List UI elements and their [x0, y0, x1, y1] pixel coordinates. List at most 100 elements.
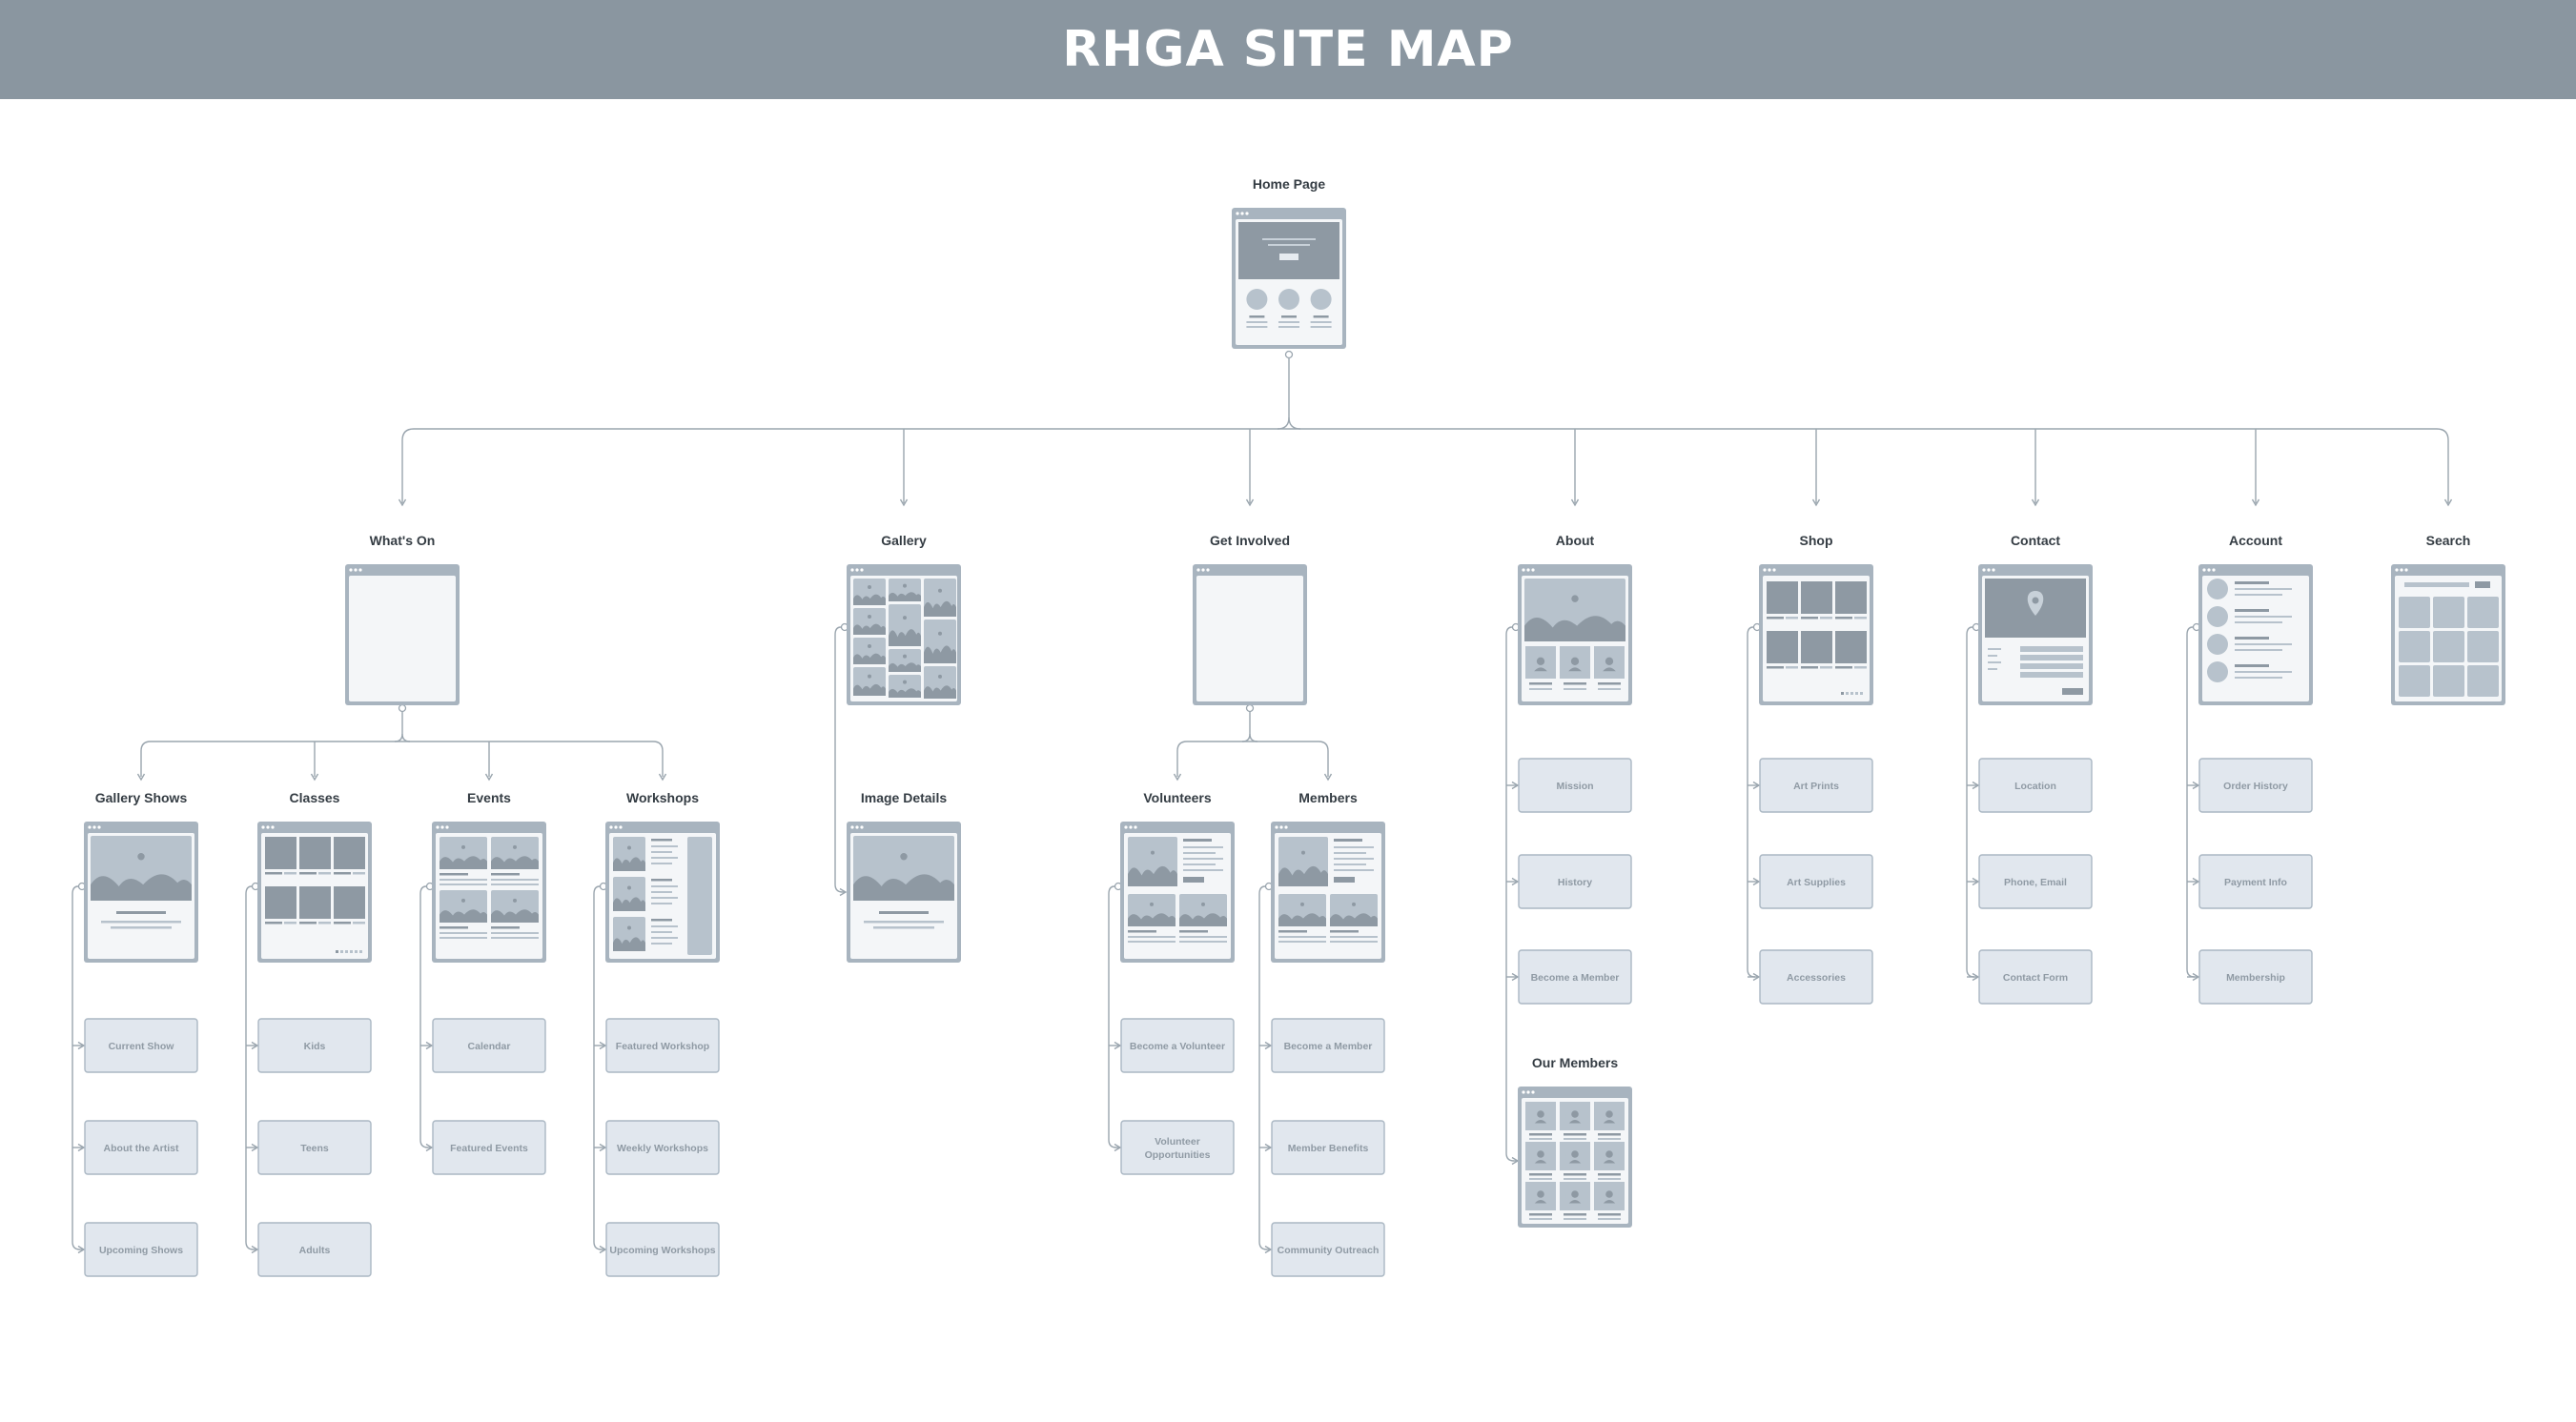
page-label: Classes: [290, 790, 340, 805]
page-label: Home Page: [1253, 176, 1325, 192]
connector-dot: [1284, 350, 1294, 359]
subpage-box: About the Artist: [84, 1120, 198, 1175]
connector-dot: [398, 703, 407, 713]
subpage-box: Art Supplies: [1759, 854, 1873, 909]
connector-line: [1258, 885, 1268, 1250]
subpage-label: Current Show: [109, 1041, 175, 1052]
subpage-label: Featured Events: [450, 1143, 528, 1154]
arrow-head: [2251, 498, 2260, 507]
page-label: What's On: [370, 533, 436, 548]
arrow-head: [1114, 1143, 1122, 1152]
page-events: Events: [432, 790, 546, 963]
subpage-box: Community Outreach: [1271, 1222, 1385, 1277]
subpage-box: Membership: [2198, 949, 2313, 1005]
arrow-head: [2192, 781, 2200, 790]
connector-line: [1108, 885, 1117, 1148]
page-volunteers: Volunteers: [1120, 790, 1235, 963]
account-wireframe-thumbnail: [2198, 564, 2313, 705]
subpage-label: Phone, Email: [2004, 877, 2067, 888]
arrow-head: [839, 887, 848, 897]
arrow-head: [1972, 877, 1980, 886]
subpage-label: Adults: [299, 1245, 331, 1256]
subpage-label: Art Supplies: [1787, 877, 1846, 888]
page-contact: Contact: [1978, 533, 2093, 705]
blank-wireframe-thumbnail: [1193, 564, 1307, 705]
subpage-label: Kids: [304, 1041, 326, 1052]
page-label: Gallery Shows: [95, 790, 188, 805]
arrow-head: [1114, 1041, 1122, 1050]
arrow-head: [599, 1245, 607, 1254]
arrow-head: [1972, 781, 1980, 790]
connector-line: [419, 885, 429, 1148]
subpage-box: Become a Volunteer: [1120, 1018, 1235, 1073]
subpage-box: Payment Info: [2198, 854, 2313, 909]
arrow-head: [1972, 972, 1980, 982]
page-shop: Shop: [1759, 533, 1873, 705]
page-whatson: What's On: [345, 533, 460, 705]
page-title: RHGA SITE MAP: [1062, 21, 1514, 78]
search-wireframe-thumbnail: [2391, 564, 2505, 705]
subpage-box: Phone, Email: [1978, 854, 2093, 909]
page-home: Home Page: [1232, 176, 1346, 349]
subpage-label: Upcoming Workshops: [609, 1245, 715, 1256]
arrow-head: [2192, 972, 2200, 982]
subpage-box: Contact Form: [1978, 949, 2093, 1005]
connector-line: [1176, 741, 1188, 777]
connector-line: [1505, 626, 1515, 1162]
subpage-box: Mission: [1518, 758, 1632, 813]
connector-line: [140, 741, 152, 777]
connector-line: [834, 626, 845, 893]
subpage-box: Calendar: [432, 1018, 546, 1073]
arrow-head: [251, 1041, 259, 1050]
page-ourmembers: Our Members: [1518, 1055, 1632, 1228]
masonry-wireframe-thumbnail: [847, 564, 961, 705]
title-banner: RHGA SITE MAP: [0, 0, 2576, 99]
connector-line: [245, 885, 255, 1250]
subpage-label: Payment Info: [2224, 877, 2287, 888]
connector-line: [1249, 733, 1258, 742]
subpage-box: Featured Workshop: [605, 1018, 720, 1073]
page-members: Members: [1271, 790, 1385, 963]
subpage-box: Become a Member: [1271, 1018, 1385, 1073]
arrow-head: [1245, 498, 1255, 507]
arrow-head: [2031, 498, 2040, 507]
subpage-box: Location: [1978, 758, 2093, 813]
connector-line: [1288, 358, 1301, 430]
connector-line: [1241, 712, 1251, 742]
arrow-head: [310, 773, 319, 782]
subpage-label: Mission: [1556, 781, 1593, 792]
subpage-label: Art Prints: [1793, 781, 1839, 792]
subpage-box: Member Benefits: [1271, 1120, 1385, 1175]
subpage-label: Become a Volunteer: [1130, 1041, 1225, 1052]
page-label: Members: [1298, 790, 1358, 805]
arrow-head: [1752, 972, 1761, 982]
arrow-head: [599, 1143, 607, 1152]
subpage-label: Location: [2014, 781, 2056, 792]
connector-dot: [1245, 703, 1255, 713]
arrow-head: [2192, 877, 2200, 886]
home-wireframe-thumbnail: [1232, 208, 1346, 349]
arrow-head: [1173, 773, 1182, 782]
arrow-head: [599, 1041, 607, 1050]
subpage-label: Member Benefits: [1288, 1143, 1369, 1154]
subpage-label: History: [1558, 877, 1592, 888]
subpage-box: Adults: [257, 1222, 372, 1277]
arrow-head: [1511, 877, 1520, 886]
subpage-box: Accessories: [1759, 949, 1873, 1005]
connector-line: [2436, 428, 2449, 503]
arrow-head: [77, 1245, 86, 1254]
subpage-box: Teens: [257, 1120, 372, 1175]
subpage-label: Become a Member: [1284, 1041, 1373, 1052]
subpage-box: Current Show: [84, 1018, 198, 1073]
subpage-label: Accessories: [1787, 972, 1846, 984]
shop-wireframe-thumbnail: [1759, 564, 1873, 705]
page-label: Gallery: [881, 533, 927, 548]
subpage-label: Membership: [2226, 972, 2285, 984]
subpage-box: Featured Events: [432, 1120, 546, 1175]
page-galleryshows: Gallery Shows: [84, 790, 198, 963]
page-label: Events: [467, 790, 511, 805]
blank-wireframe-thumbnail: [345, 564, 460, 705]
arrow-head: [1752, 877, 1761, 886]
page-label: Our Members: [1532, 1055, 1618, 1070]
